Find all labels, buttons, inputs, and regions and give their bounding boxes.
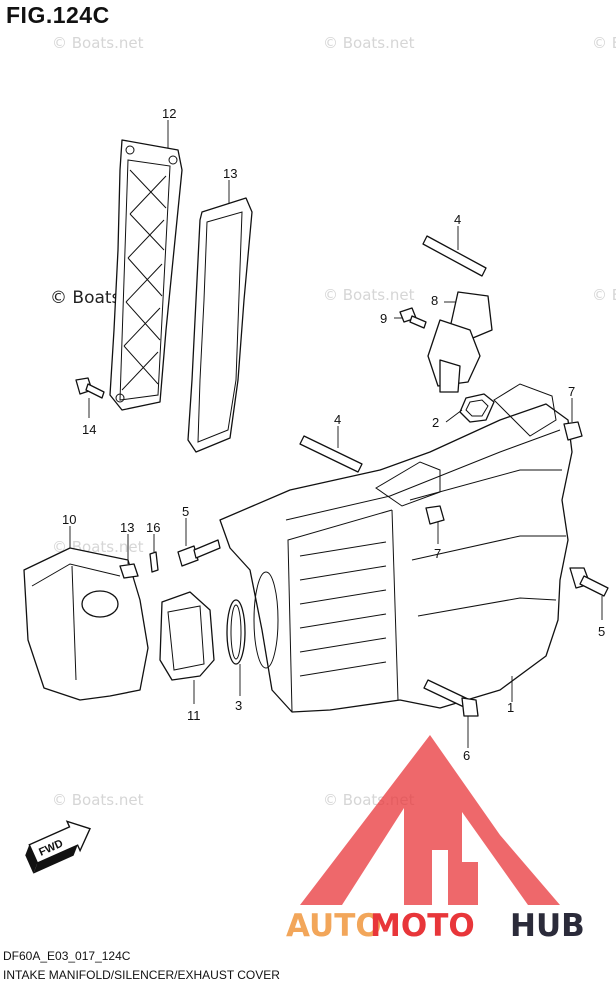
part-14-gasket <box>187 197 253 453</box>
callout-6: 6 <box>463 748 470 763</box>
part-8-sensor <box>427 291 493 393</box>
callout-4: 4 <box>334 412 341 427</box>
part-13-exhaust-cover <box>109 139 183 411</box>
logo-text-hub: HUB <box>510 908 585 944</box>
callout-9: 9 <box>380 311 387 326</box>
part-5-bolts <box>177 539 609 597</box>
callout-5: 5 <box>182 504 189 519</box>
part-3-o-ring <box>226 599 246 665</box>
part-9-screw <box>399 307 427 329</box>
fwd-arrow-icon: FWD <box>25 820 91 874</box>
part-7-bolts <box>425 421 583 525</box>
callout-labels: 12 13 14 4 9 8 2 7 4 5 7 5 1 6 3 11 10 1… <box>62 106 605 763</box>
watermark: © Boats.net <box>52 34 144 52</box>
callout-13: 12 <box>162 106 176 121</box>
watermark: © Boats.net <box>592 286 616 304</box>
part-1-intake-manifold <box>219 383 573 713</box>
callout-2: 2 <box>432 415 439 430</box>
part-16-clip <box>149 551 159 573</box>
part-6-bolt <box>423 679 479 717</box>
callout-1: 1 <box>507 700 514 715</box>
watermark: © Boats.net <box>323 286 415 304</box>
part-2-o-ring <box>459 393 495 423</box>
callout-11: 11 <box>187 708 201 723</box>
watermark: © Boats.net <box>323 34 415 52</box>
part-4-stud-upper <box>422 235 487 277</box>
callout-10: 10 <box>62 512 76 527</box>
callout-7: 7 <box>568 384 575 399</box>
logo-text-auto: AUTO <box>286 908 382 944</box>
model-code: DF60A_E03_017_124C <box>3 949 131 963</box>
callout-7: 7 <box>434 546 441 561</box>
figure-caption: INTAKE MANIFOLD/SILENCER/EXHAUST COVER <box>3 968 280 982</box>
callout-12: 13 <box>120 520 134 535</box>
automotohub-logo: AUTO MOTO HUB <box>286 735 585 944</box>
logo-mark-icon <box>300 735 560 905</box>
callout-5: 5 <box>598 624 605 639</box>
part-10-silencer <box>23 547 149 701</box>
part-11-collar <box>159 591 215 681</box>
part-12-screw <box>119 563 139 579</box>
part-15-bolt <box>75 377 105 399</box>
part-4-stud-lower <box>299 435 363 473</box>
callout-8: 8 <box>431 293 438 308</box>
figure-title: FIG.124C <box>6 2 110 28</box>
logo-text-moto: MOTO <box>370 908 475 944</box>
callout-leaders <box>69 120 603 748</box>
callout-4: 4 <box>454 212 461 227</box>
callout-3: 3 <box>235 698 242 713</box>
watermark: © Boats.net <box>52 791 144 809</box>
watermark: © Boats.net <box>592 34 616 52</box>
callout-16: 16 <box>146 520 160 535</box>
callout-14: 13 <box>223 166 237 181</box>
callout-15: 14 <box>82 422 96 437</box>
